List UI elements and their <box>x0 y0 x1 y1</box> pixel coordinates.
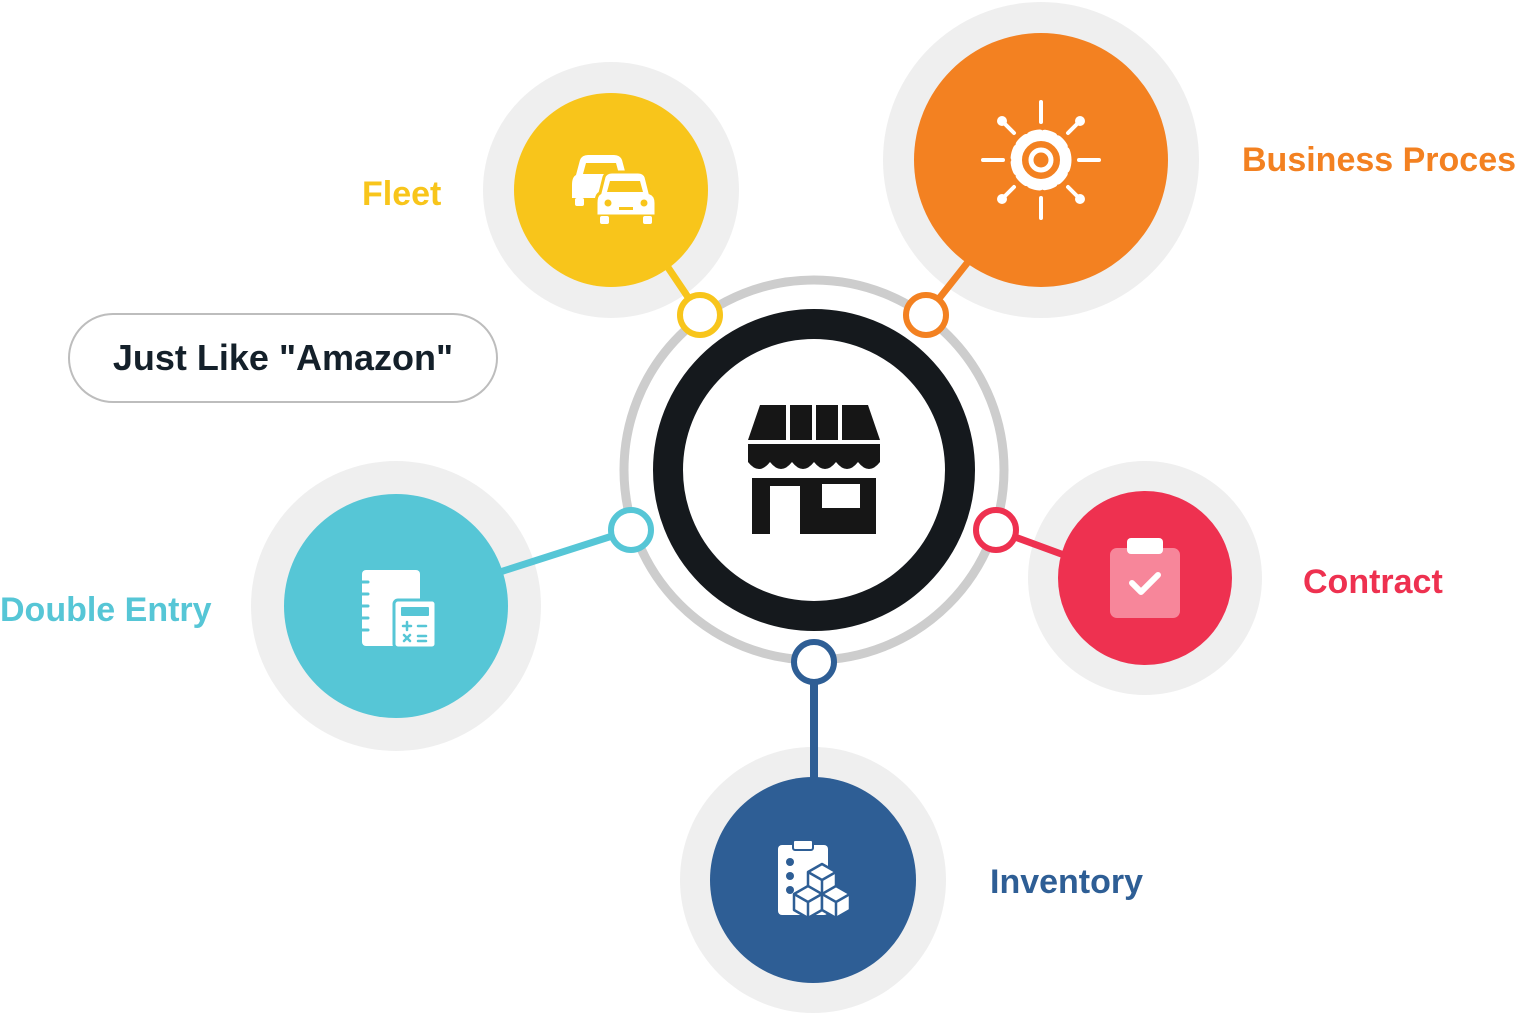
contract-label[interactable]: Contract <box>1303 563 1443 601</box>
gear-network-dots <box>997 116 1085 204</box>
boxes-clipboard-icon <box>778 839 852 920</box>
business-process-label[interactable]: Business Process <box>1242 141 1516 179</box>
inventory-label[interactable]: Inventory <box>990 863 1144 901</box>
clipboard-check-icon <box>1110 538 1180 618</box>
fleet-joint <box>677 292 723 338</box>
fleet-label[interactable]: Fleet <box>362 175 442 213</box>
hub-inner-ring <box>653 309 975 631</box>
amazon-badge: Just Like "Amazon" <box>68 313 498 403</box>
business-process-node[interactable] <box>914 33 1168 287</box>
double-entry-joint <box>608 507 654 553</box>
contract-joint <box>973 507 1019 553</box>
double-entry-label[interactable]: Double Entry <box>0 591 212 629</box>
amazon-badge-text: Just Like "Amazon" <box>112 337 454 378</box>
gear-network-icon <box>981 100 1101 220</box>
cars-icon <box>572 155 658 224</box>
ledger-calculator-icon <box>356 570 438 650</box>
inventory-joint <box>791 639 837 685</box>
storefront-icon <box>748 405 880 534</box>
business-process-joint <box>903 292 949 338</box>
